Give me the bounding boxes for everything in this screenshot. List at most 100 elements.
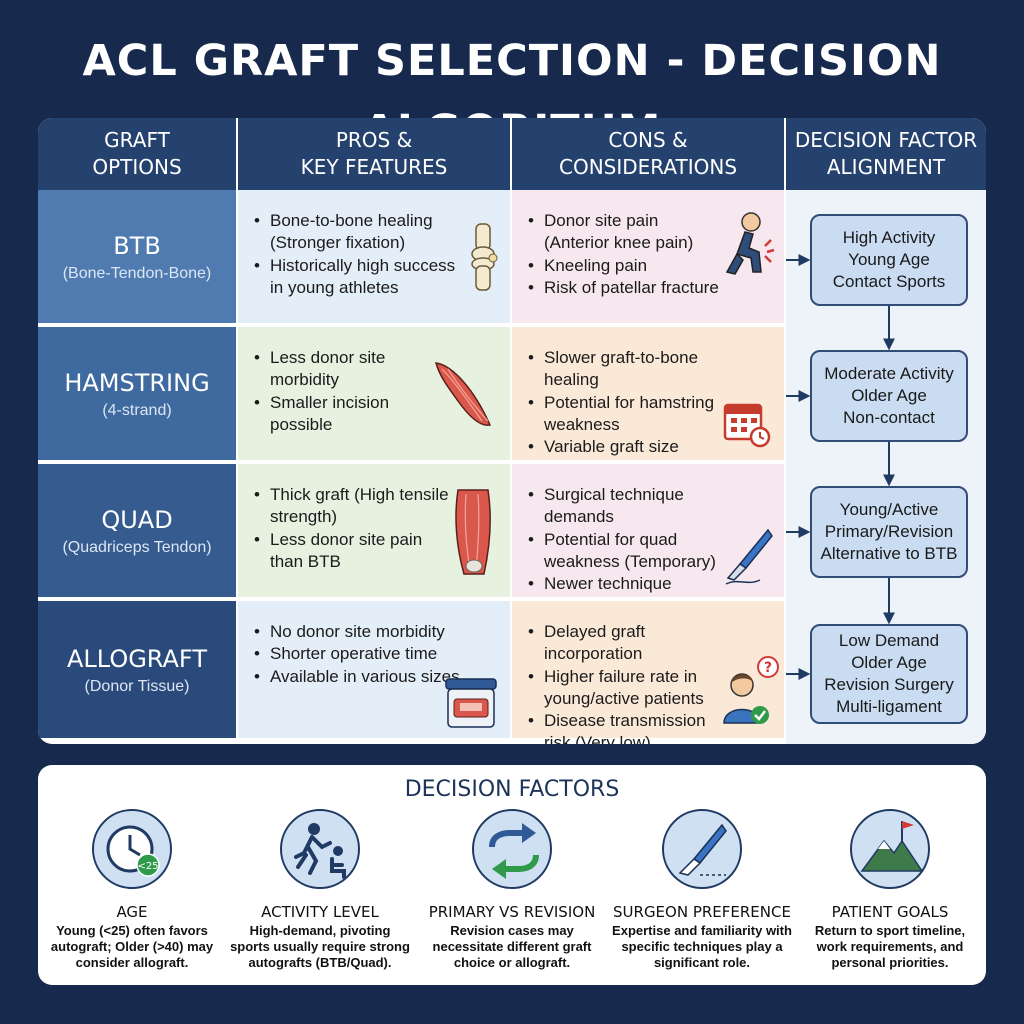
graft-subtitle: (4-strand): [102, 401, 172, 419]
graft-hamstring: HAMSTRING (4-strand): [38, 327, 238, 462]
header-decision: DECISION FACTOR ALIGNMENT: [786, 118, 986, 190]
factor-description: Revision cases may necessitate different…: [432, 923, 592, 970]
btb-pros-cell: Bone-to-bone healing (Stronger fixation)…: [238, 190, 512, 325]
graft-subtitle: (Quadriceps Tendon): [62, 538, 212, 556]
factor-description: Young (<25) often favors autograft; Olde…: [50, 923, 214, 970]
decision-line: Moderate Activity: [824, 364, 954, 383]
list-item: Kneeling pain: [528, 255, 728, 278]
graft-subtitle: (Donor Tissue): [84, 677, 190, 695]
header-line: GRAFT: [104, 128, 170, 152]
header-line: DECISION FACTOR: [794, 128, 978, 152]
list-item: Historically high success in young athle…: [254, 255, 459, 300]
btb-cons-cell: Donor site pain (Anterior knee pain) Kne…: [512, 190, 786, 325]
factor-icon-circle: <25: [92, 809, 172, 889]
decision-line: Older Age: [851, 386, 927, 405]
graft-name: HAMSTRING: [64, 368, 210, 397]
list-item: Bone-to-bone healing (Stronger fixation): [254, 210, 459, 255]
quad-pros-cell: Thick graft (High tensile strength) Less…: [238, 464, 512, 599]
list-item: Thick graft (High tensile strength): [254, 484, 454, 529]
decision-line: Multi-ligament: [836, 697, 942, 716]
list-item: Donor site pain (Anterior knee pain): [528, 210, 728, 255]
header-pros: PROS & KEY FEATURES: [238, 118, 512, 190]
header-line: OPTIONS: [92, 155, 182, 179]
factor-description: Return to sport timeline, work requireme…: [814, 923, 966, 970]
factor-icon-circle: [280, 809, 360, 889]
list-item: Disease transmission risk (Very low): [528, 710, 733, 744]
svg-text:?: ?: [764, 660, 772, 676]
header-line: ALIGNMENT: [826, 155, 946, 179]
running-person-icon: [294, 823, 346, 879]
allograft-cons-cell: Delayed graft incorporation Higher failu…: [512, 601, 786, 744]
factor-icon-circle: [850, 809, 930, 889]
header-cons: CONS &CONSIDERATIONS: [512, 118, 786, 190]
list-item: Slower graft-to-bone healing: [528, 347, 728, 392]
kneeling-person-icon: [725, 212, 775, 275]
list-item: Less donor site pain than BTB: [254, 529, 454, 574]
factors-title: DECISION FACTORS: [404, 777, 620, 802]
list-item: Surgical technique demands: [528, 484, 733, 529]
factor-surgeon-preference: SURGEON PREFERENCE Expertise and familia…: [612, 809, 792, 971]
hamstring-pros-cell: Less donor site morbidity Smaller incisi…: [238, 327, 512, 462]
header-line: PROS &: [335, 128, 413, 152]
decision-line: Alternative to BTB: [820, 544, 958, 563]
factor-name: PRIMARY VS REVISION: [428, 903, 596, 921]
allograft-pros-cell: No donor site morbidity Shorter operativ…: [238, 601, 512, 738]
list-item: No donor site morbidity: [254, 621, 479, 644]
age-badge: <25: [137, 861, 158, 872]
mountain-flag-icon: [860, 821, 924, 872]
factor-icon-circle: [472, 809, 552, 889]
scalpel-icon: [725, 528, 773, 585]
decision-factors-panel: DECISION FACTORS <25 AGE Young (<25) oft…: [38, 765, 986, 985]
list-item: Variable graft size: [528, 436, 728, 459]
hamstring-cons-cell: Slower graft-to-bone healing Potential f…: [512, 327, 786, 462]
tissue-container-icon: [445, 678, 497, 728]
muscle-icon: [434, 362, 492, 426]
graft-quad: QUAD (Quadriceps Tendon): [38, 464, 238, 599]
scalpel-icon: [678, 823, 727, 876]
factor-patient-goals: PATIENT GOALS Return to sport timeline, …: [800, 809, 980, 971]
list-item: Potential for quad weakness (Temporary): [528, 529, 733, 574]
factor-name: PATIENT GOALS: [831, 903, 949, 921]
decision-line: Older Age: [851, 653, 927, 672]
quad-cons-cell: Surgical technique demands Potential for…: [512, 464, 786, 599]
list-item: Less donor site morbidity: [254, 347, 424, 392]
calendar-clock-icon: [723, 403, 771, 448]
patient-question-icon: ?: [723, 656, 779, 724]
graft-name: QUAD: [101, 505, 173, 534]
factor-description: High-demand, pivoting sports usually req…: [230, 923, 410, 970]
factor-name: ACTIVITY LEVEL: [261, 903, 379, 921]
factor-age: <25 AGE Young (<25) often favors autogra…: [42, 809, 222, 971]
decision-line: Young/Active: [839, 500, 939, 519]
list-item: Available in various sizes: [254, 666, 479, 689]
thigh-muscle-icon: [455, 489, 491, 575]
graft-name: BTB: [113, 231, 161, 260]
knee-joint-icon: [471, 223, 498, 291]
list-item: Risk of patellar fracture: [528, 277, 728, 300]
factor-name: SURGEON PREFERENCE: [613, 903, 791, 921]
decision-line: Low Demand: [838, 631, 940, 650]
factor-activity-level: ACTIVITY LEVEL High-demand, pivoting spo…: [230, 809, 410, 971]
decision-line: High Activity: [842, 228, 936, 247]
decision-line: Young Age: [848, 250, 930, 269]
graft-name: ALLOGRAFT: [67, 644, 207, 673]
header-graft-options: GRAFT OPTIONS: [38, 118, 238, 190]
decision-flow-arrows: [786, 254, 895, 680]
header-line: KEY FEATURES: [300, 155, 448, 179]
list-item: Potential for hamstring weakness: [528, 392, 728, 437]
decision-line: Non-contact: [843, 408, 935, 427]
factor-icon-circle: [662, 809, 742, 889]
factor-name: AGE: [116, 903, 148, 921]
header-line: CONSIDERATIONS: [558, 155, 738, 179]
graft-btb: BTB (Bone-Tendon-Bone): [38, 190, 238, 325]
decision-line: Revision Surgery: [824, 675, 954, 694]
graft-allograft: ALLOGRAFT (Donor Tissue): [38, 601, 238, 738]
list-item: Delayed graft incorporation: [528, 621, 733, 666]
graft-table: GRAFT OPTIONS PROS & KEY FEATURES CONS &CO…: [38, 118, 986, 744]
list-item: Higher failure rate in young/active pati…: [528, 666, 733, 711]
list-item: Shorter operative time: [254, 643, 479, 666]
